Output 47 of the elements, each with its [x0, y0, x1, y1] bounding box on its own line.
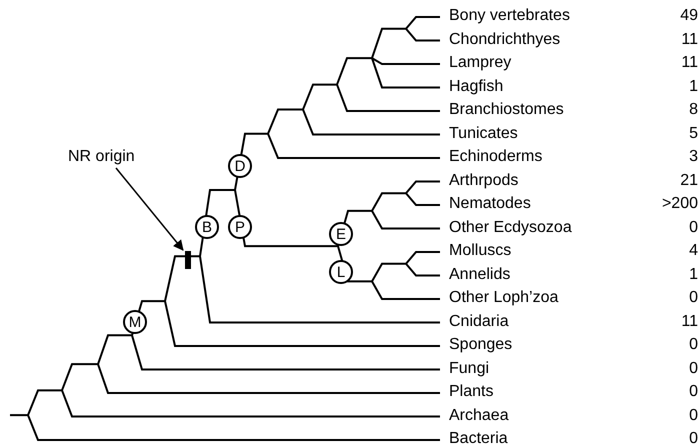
count-label: 1 [689, 266, 698, 284]
count-label: 0 [689, 406, 698, 424]
taxon-label: Annelids [449, 266, 510, 284]
node-circle: B [195, 215, 219, 239]
taxon-label: Branchiostomes [449, 101, 564, 119]
count-label: 11 [681, 312, 698, 330]
count-label: 3 [689, 148, 698, 166]
count-label: 5 [689, 124, 698, 142]
node-circle: D [228, 154, 252, 178]
node-circle: P [228, 215, 252, 239]
count-label: 1 [689, 78, 698, 96]
count-label: 21 [680, 172, 698, 190]
count-label: 11 [681, 54, 698, 72]
annotation-text: NR origin [68, 148, 135, 166]
count-label: 0 [689, 430, 698, 447]
count-label: 11 [681, 30, 698, 48]
node-circle: L [329, 260, 353, 284]
taxon-label: Fungi [449, 360, 490, 378]
taxon-label: Plants [449, 383, 494, 401]
node-circle: E [329, 222, 353, 246]
taxon-label: Molluscs [449, 242, 512, 260]
taxon-label: Arthrpods [449, 172, 518, 190]
taxon-label: Hagfish [449, 78, 504, 96]
taxon-label: Sponges [449, 336, 512, 354]
taxon-label: Nematodes [449, 195, 531, 213]
count-label: 4 [689, 242, 698, 260]
taxon-label: Echinoderms [449, 148, 542, 166]
count-label: 0 [689, 289, 698, 307]
taxon-label: Archaea [449, 406, 509, 424]
taxon-label: Lamprey [449, 54, 512, 72]
count-label: 0 [689, 383, 698, 401]
arrow [115, 168, 184, 251]
taxon-label: Tunicates [449, 124, 518, 142]
count-label: 8 [689, 101, 698, 119]
taxon-label: Bony vertebrates [449, 7, 570, 25]
taxon-label: Cnidaria [449, 312, 509, 330]
count-label: 0 [689, 336, 698, 354]
count-label: >200 [662, 195, 698, 213]
taxon-label: Other Ecdysozoa [449, 218, 572, 236]
taxon-label: Other Loph’zoa [449, 289, 558, 307]
origin-bar-mark [185, 251, 191, 269]
node-circle: M [123, 310, 147, 334]
count-label: 0 [689, 360, 698, 378]
count-label: 0 [689, 218, 698, 236]
taxon-label: Bacteria [449, 430, 508, 447]
count-label: 49 [680, 7, 698, 25]
taxon-label: Chondrichthyes [449, 30, 560, 48]
